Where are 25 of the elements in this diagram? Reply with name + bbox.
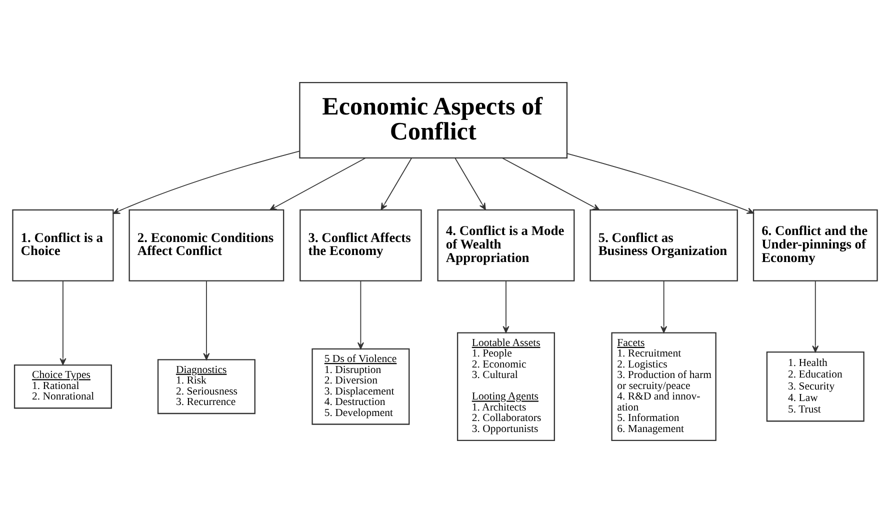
node-box: 1. Health 2. Education 3. Security 4. Law 5. Trust [766,352,864,422]
arrow [502,280,510,334]
arrow [502,158,600,210]
arrow [454,158,486,210]
node-box: Lootable Assets 1. People 2. Economic 3. Cultural Looting Agents 1. Architects 2. Collaborators 3. Opportunists [456,332,555,441]
arrow [270,158,366,210]
node-box: 2. Economic Conditions Affect Conflict [128,209,284,282]
node-box: Diagnostics 1. Risk 2. Seriousness 3. Recurrence [157,359,256,414]
node-box: 5 Ds of Violence 1. Disruption 2. Diversion 3. Displacement 4. Destruction 5. Development [312,348,410,425]
node-box: Economic Aspects of Conflict [299,82,568,158]
arrow [660,280,668,334]
node-box: 3. Conflict Affects the Economy [300,209,422,282]
arrow [357,280,364,350]
arrow [112,150,300,214]
arrow [812,280,819,352]
node-box: 5. Conflict as Business Organization [590,209,738,282]
arrow [566,153,754,214]
node-box: 4. Conflict is a Mode of Wealth Appropriation [437,209,575,282]
node-box: Facets 1. Recruitment 2. Logistics 3. Production of harm or secruity/peace 4. R&D and innov- ation 5. Information 6. Management [611,332,716,441]
arrow [60,280,66,366]
node-box: 6. Conflict and the Under-pinnings of Economy [752,209,878,282]
node-box: Choice Types 1. Rational 2. Nonrational [14,364,112,409]
arrow [380,158,412,210]
node-box: 1. Conflict is a Choice [12,209,114,282]
arrow [203,280,210,360]
